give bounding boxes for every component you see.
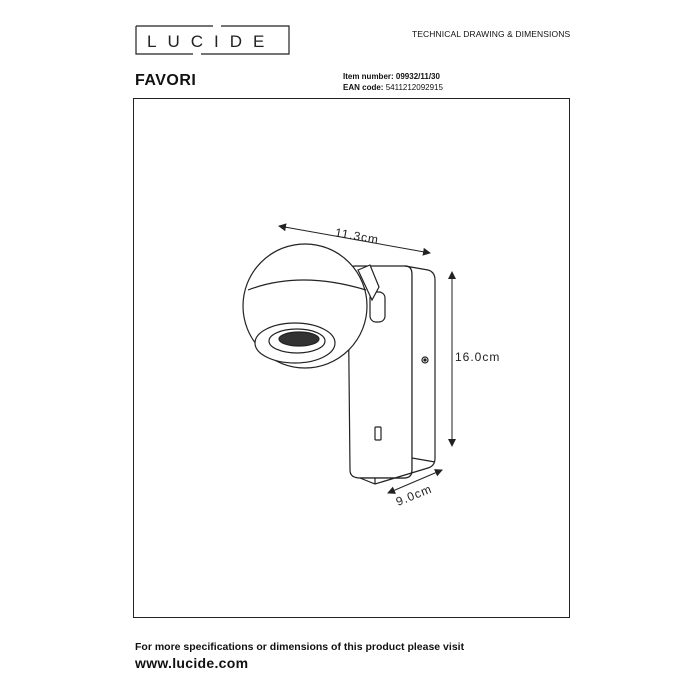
usb-port <box>374 426 382 441</box>
ean-label: EAN code: <box>343 83 384 92</box>
lucide-logo: LUCIDE <box>135 25 290 55</box>
height-label: 16.0cm <box>455 350 500 364</box>
dimension-lines <box>278 223 456 494</box>
ean-code: 5411212092915 <box>385 83 443 92</box>
depth-arrow <box>387 469 443 494</box>
product-name: FAVORI <box>135 72 197 89</box>
width-arrow <box>278 223 431 256</box>
depth-label: 9.0cm <box>394 482 434 509</box>
width-label: 11.3cm <box>334 225 380 247</box>
document-type: TECHNICAL DRAWING & DIMENSIONS <box>412 29 571 39</box>
product-codes: Item number: 09932/11/30 EAN code: 54112… <box>343 71 443 93</box>
item-number: 09932/11/30 <box>395 72 440 81</box>
item-number-label: Item number: <box>343 72 394 81</box>
drawing-frame <box>133 98 570 618</box>
svg-text:LUCIDE: LUCIDE <box>147 32 275 51</box>
footer-note: For more specifications or dimensions of… <box>135 641 465 653</box>
website-link[interactable]: www.lucide.com <box>135 655 249 671</box>
lamp-drawing <box>242 243 436 485</box>
